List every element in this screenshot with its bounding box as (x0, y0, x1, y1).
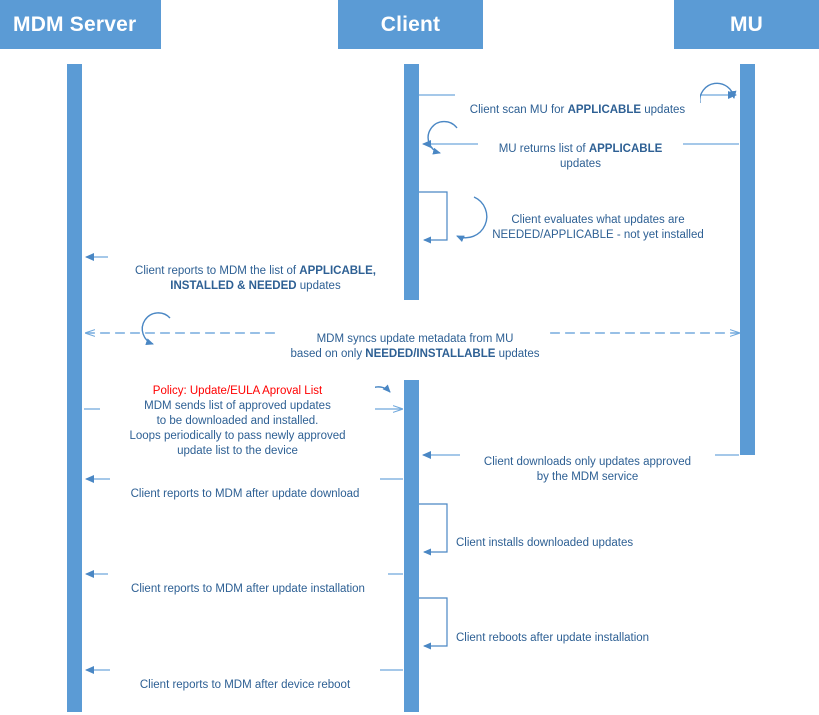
message-text-m6: MDM sends list of approved updates to be… (129, 400, 346, 457)
participant-label-client: Client (380, 12, 441, 36)
message-text-m10: Client reports to MDM after update insta… (131, 583, 365, 595)
message-text-m1-part3: updates (641, 104, 686, 116)
message-label-m10: Client reports to MDM after update insta… (108, 567, 388, 597)
message-label-m11: Client reboots after update installation (456, 616, 686, 646)
message-label-m3: Client evaluates what updates are NEEDED… (478, 198, 718, 243)
message-text-m5-part1: MDM syncs update metadata from MU based … (290, 333, 514, 360)
message-text-m3: Client evaluates what updates are NEEDED… (492, 214, 704, 241)
lifeline-mu (740, 64, 755, 455)
message-text-m9: Client installs downloaded updates (456, 537, 634, 549)
message-text-m4-part5: updates (296, 280, 341, 292)
message-arrow-m9 (419, 503, 448, 556)
message-arrow-m11 (419, 597, 448, 650)
message-label-m1: Client scan MU for APPLICABLE updates (455, 88, 700, 118)
message-text-m2-emphasis: APPLICABLE (588, 143, 663, 155)
message-text-m4-emphasis2: INSTALLED & NEEDED (170, 280, 297, 292)
message-text-m5-emphasis: NEEDED/INSTALLABLE (365, 348, 496, 360)
message-text-m1-part1: Client scan MU for (469, 104, 568, 116)
message-text-m2-part3: updates (560, 158, 601, 170)
message-text-m2-part1: MU returns list of (498, 143, 589, 155)
message-text-m4-part1: Client reports to MDM the list of (135, 265, 300, 277)
message-text-m1-emphasis: APPLICABLE (567, 104, 642, 116)
lifeline-client-lower (404, 380, 419, 712)
lifeline-client-upper (404, 64, 419, 300)
message-label-m4: Client reports to MDM the list of APPLIC… (108, 249, 403, 294)
message-label-m5: MDM syncs update metadata from MU based … (280, 317, 550, 362)
policy-label-m6: Policy: Update/EULA Aproval List (152, 385, 323, 397)
participant-label-mdm-server: MDM Server (13, 12, 137, 36)
message-label-m12: Client reports to MDM after device reboo… (110, 663, 380, 693)
message-text-m7: Client downloads only updates approved b… (483, 456, 692, 483)
lifeline-mdm-server (67, 64, 82, 712)
message-text-m4-emphasis1: APPLICABLE, (299, 265, 376, 277)
message-text-m8: Client reports to MDM after update downl… (130, 488, 360, 500)
message-arrow-m3 (419, 191, 488, 244)
participant-header-client[interactable]: Client (338, 0, 483, 49)
participant-header-mu[interactable]: MU (674, 0, 819, 49)
message-text-m11: Client reboots after update installation (456, 632, 650, 644)
participant-header-mdm-server[interactable]: MDM Server (0, 0, 161, 49)
message-label-m7: Client downloads only updates approved b… (460, 440, 715, 485)
message-label-m8: Client reports to MDM after update downl… (110, 472, 380, 502)
message-text-m5-part3: updates (495, 348, 540, 360)
message-label-m9: Client installs downloaded updates (456, 521, 676, 551)
message-text-m12: Client reports to MDM after device reboo… (139, 679, 351, 691)
participant-label-mu: MU (729, 12, 764, 36)
message-label-m2: MU returns list of APPLICABLE updates (478, 127, 683, 172)
